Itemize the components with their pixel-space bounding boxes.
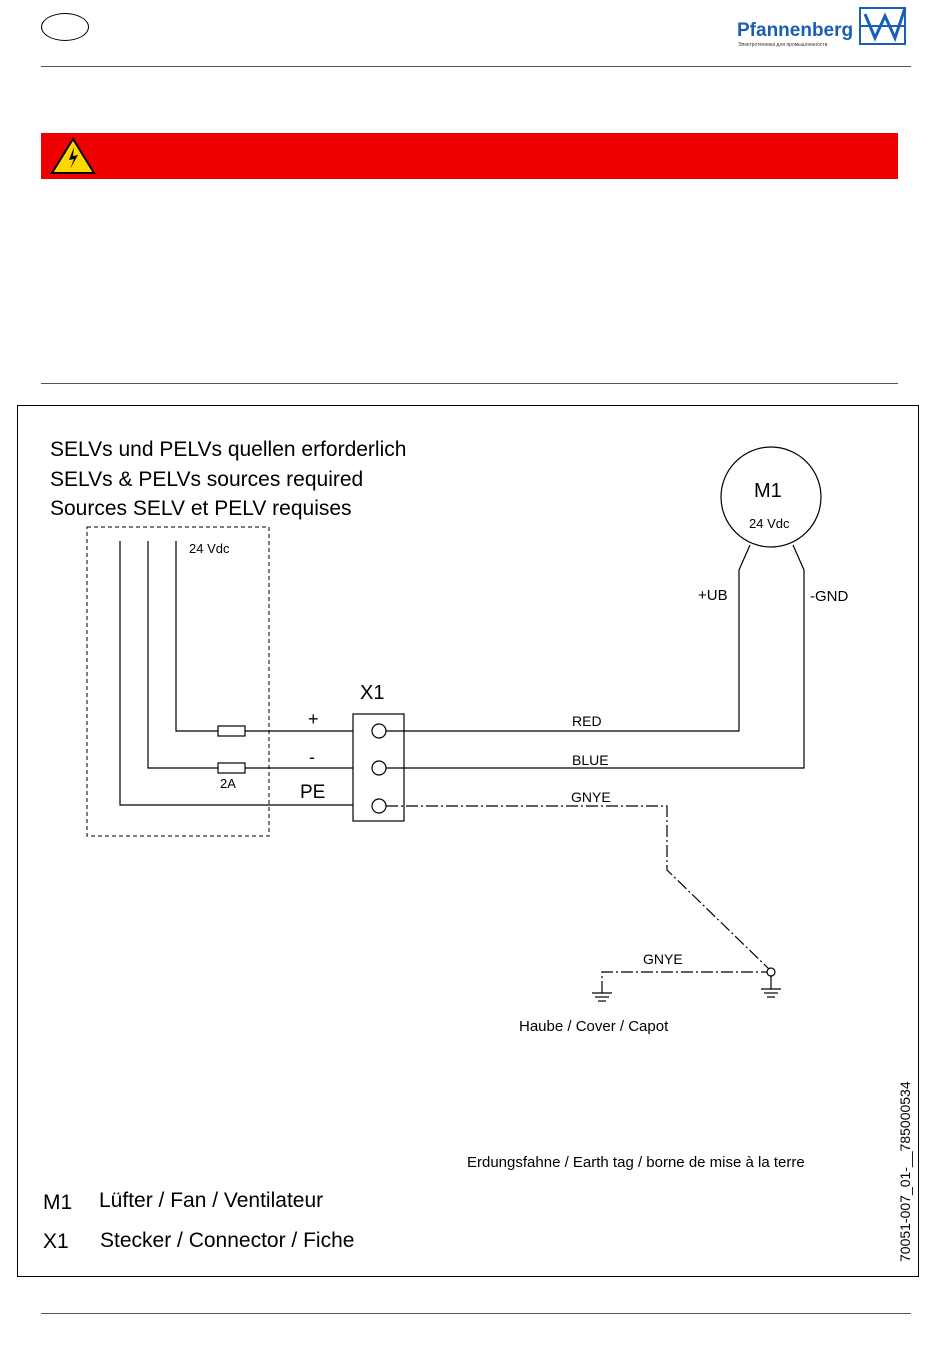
gnye-wire-label: GNYE: [571, 789, 611, 805]
motor-id-label: M1: [754, 480, 782, 502]
power-supply-box: [86, 526, 270, 837]
fuse-rating-label: 2A: [220, 776, 236, 791]
motor-gnd-label: -GND: [810, 588, 848, 605]
high-voltage-warning-icon: [50, 137, 96, 174]
terminal-minus-label: -: [309, 747, 315, 767]
earth-tag-label: Erdungsfahne / Earth tag / borne de mise…: [467, 1154, 805, 1171]
motor-voltage-label: 24 Vdc: [749, 516, 790, 531]
minus-supply-wire: [147, 541, 218, 769]
fuse-minus: [217, 762, 246, 774]
brand-mark-icon: [859, 7, 907, 45]
pfannenberg-logo: Pfannenberg Электротехника для промышлен…: [735, 6, 913, 50]
cover-gnye-label: GNYE: [643, 951, 683, 967]
gnye-wire: [386, 805, 771, 971]
legend-text: Stecker / Connector / Fiche: [100, 1229, 354, 1252]
brand-tagline: Электротехника для промышленности: [738, 42, 828, 48]
earth-tag-terminal: [766, 967, 776, 977]
blue-wire-label: BLUE: [572, 752, 609, 768]
blue-wire: [386, 544, 805, 769]
header-divider: [41, 66, 911, 67]
red-wire: [386, 544, 751, 732]
drawing-number: 70051-007_01-__785000534: [897, 1081, 913, 1262]
brand-name: Pfannenberg: [737, 20, 853, 41]
cover-gnye-wire: [601, 971, 768, 993]
warning-bar: [41, 133, 898, 179]
requirement-line: Sources SELV et PELV requises: [50, 497, 352, 520]
motor-plus-label: +UB: [698, 587, 728, 604]
connector-pin-plus: [371, 723, 387, 739]
connector-pin-minus: [371, 760, 387, 776]
requirement-line: SELVs & PELVs sources required: [50, 468, 363, 491]
terminal-pe-label: PE: [300, 782, 325, 803]
cover-label: Haube / Cover / Capot: [519, 1018, 669, 1035]
legend-text: Lüfter / Fan / Ventilateur: [99, 1189, 323, 1212]
red-wire-label: RED: [572, 713, 602, 729]
pe-supply-wire: [119, 541, 366, 806]
supply-voltage-label: 24 Vdc: [189, 541, 230, 556]
section-divider: [41, 383, 898, 384]
terminal-plus-label: +: [308, 709, 319, 729]
plus-supply-wire: [175, 541, 218, 732]
legend-key: M1: [43, 1191, 72, 1214]
legend-key: X1: [43, 1230, 69, 1253]
footer-divider: [41, 1313, 911, 1314]
connector-id-label: X1: [360, 682, 384, 704]
language-badge: [41, 13, 89, 41]
fuse-plus: [217, 725, 246, 737]
motor-m1: [720, 446, 822, 548]
cover-ground-icon: [592, 992, 612, 1002]
connector-pin-pe: [371, 798, 387, 814]
wiring-diagram: SELVs und PELVs quellen erforderlich SEL…: [17, 405, 919, 1277]
requirement-line: SELVs und PELVs quellen erforderlich: [50, 438, 406, 461]
earth-tag-ground-icon: [761, 976, 781, 998]
